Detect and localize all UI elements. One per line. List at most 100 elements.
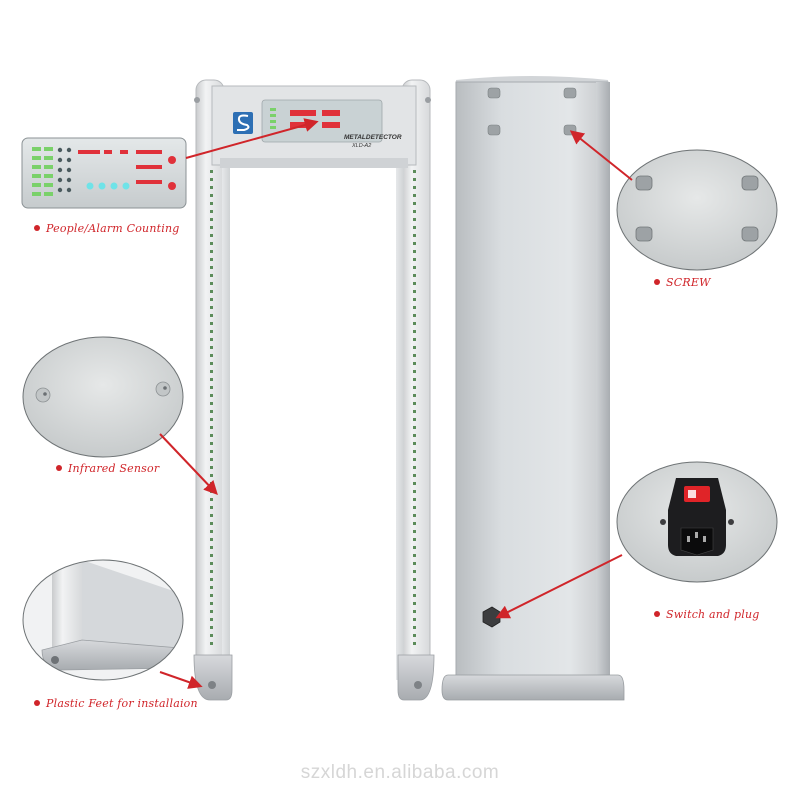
post-led-dot <box>413 618 416 621</box>
post-bolt <box>425 97 431 103</box>
alarm-indicator-icon <box>168 156 176 164</box>
bullet-icon <box>34 225 40 231</box>
post-led-dot <box>210 562 213 565</box>
post-led-dot <box>210 538 213 541</box>
alarm-indicator-icon <box>168 182 176 190</box>
keypad-key <box>57 147 63 153</box>
post-led-dot <box>210 194 213 197</box>
post-led-dot <box>210 306 213 309</box>
zone-led <box>44 174 53 178</box>
post-led-dot <box>413 378 416 381</box>
post-led-dot <box>210 354 213 357</box>
post-led-dot <box>413 626 416 629</box>
post-led-dot <box>210 242 213 245</box>
post-led-dot <box>210 298 213 301</box>
post-led-dot <box>413 402 416 405</box>
post-led-dot <box>413 546 416 549</box>
keypad-key <box>66 147 72 153</box>
post-led-dot <box>210 250 213 253</box>
screw-detail-circle <box>616 149 778 271</box>
beam-display-leds <box>270 108 340 129</box>
post-led-dot <box>413 306 416 309</box>
keypad-key <box>57 157 63 163</box>
post-led-dot <box>210 450 213 453</box>
post-led-dot <box>413 458 416 461</box>
rocker-switch-icon <box>684 486 710 502</box>
post-led-dot <box>210 234 213 237</box>
post-led-dot <box>210 482 213 485</box>
post-led-dot <box>210 186 213 189</box>
control-panel-displays <box>78 150 162 184</box>
beam-model-text: XLD-A2 <box>351 143 371 149</box>
control-panel-keys <box>57 147 72 193</box>
post-led-dot <box>413 258 416 261</box>
switch-plug-inset <box>616 461 778 583</box>
post-led-dot <box>210 202 213 205</box>
post-led-dot <box>413 554 416 557</box>
post-led-dot <box>413 610 416 613</box>
post-led-dot <box>210 426 213 429</box>
arrow-switch <box>495 554 623 619</box>
post-led-dot <box>210 554 213 557</box>
left-plastic-foot <box>193 654 233 701</box>
post-led-dot <box>413 586 416 589</box>
left-post-inner-strip <box>222 160 230 680</box>
side-panel-screws <box>487 87 577 136</box>
post-led-indicator-columns <box>210 170 416 645</box>
post-led-dot <box>413 514 416 517</box>
post-led-dot <box>210 170 213 173</box>
post-led-dot <box>210 578 213 581</box>
screw-heads <box>635 175 759 242</box>
post-led-dot <box>413 482 416 485</box>
bullet-icon <box>654 611 660 617</box>
post-led-dot <box>210 378 213 381</box>
post-led-dot <box>210 610 213 613</box>
post-led-dot <box>413 330 416 333</box>
post-led-dot <box>210 330 213 333</box>
post-led-dot <box>210 522 213 525</box>
post-led-dot <box>210 370 213 373</box>
post-led-dot <box>210 634 213 637</box>
post-led-dot <box>210 594 213 597</box>
post-led-dot <box>210 338 213 341</box>
post-led-dot <box>413 578 416 581</box>
keypad-key <box>57 177 63 183</box>
post-led-dot <box>413 394 416 397</box>
detector-side-panel-view <box>441 76 625 701</box>
post-led-dot <box>413 202 416 205</box>
zone-led <box>44 192 53 196</box>
keypad-key <box>66 167 72 173</box>
infrared-sensor-inset <box>22 336 184 458</box>
side-panel-base <box>441 674 625 701</box>
post-led-dot <box>413 450 416 453</box>
post-led-dot <box>210 226 213 229</box>
post-led-dot <box>413 562 416 565</box>
right-plastic-foot <box>397 654 435 701</box>
post-led-dot <box>210 394 213 397</box>
post-led-dot <box>210 266 213 269</box>
post-led-dot <box>413 210 416 213</box>
post-led-dot <box>210 290 213 293</box>
post-led-dot <box>210 282 213 285</box>
post-led-dot <box>413 354 416 357</box>
post-led-dot <box>210 258 213 261</box>
post-led-dot <box>210 618 213 621</box>
post-led-dot <box>413 466 416 469</box>
post-led-dot <box>413 442 416 445</box>
post-led-dot <box>413 170 416 173</box>
zone-led <box>32 192 41 196</box>
post-led-dot <box>413 290 416 293</box>
infrared-sensor-icon <box>35 381 171 403</box>
post-led-dot <box>210 474 213 477</box>
post-led-dot <box>413 274 416 277</box>
keypad-key <box>66 157 72 163</box>
infrared-sensor-circle <box>22 336 184 458</box>
post-led-dot <box>413 530 416 533</box>
post-led-dot <box>210 626 213 629</box>
right-post-inner-strip <box>396 160 404 680</box>
post-led-dot <box>210 386 213 389</box>
zone-led <box>44 147 53 151</box>
label-plastic-feet: Plastic Feet for installaion <box>34 697 198 710</box>
foot-hole <box>51 656 59 664</box>
